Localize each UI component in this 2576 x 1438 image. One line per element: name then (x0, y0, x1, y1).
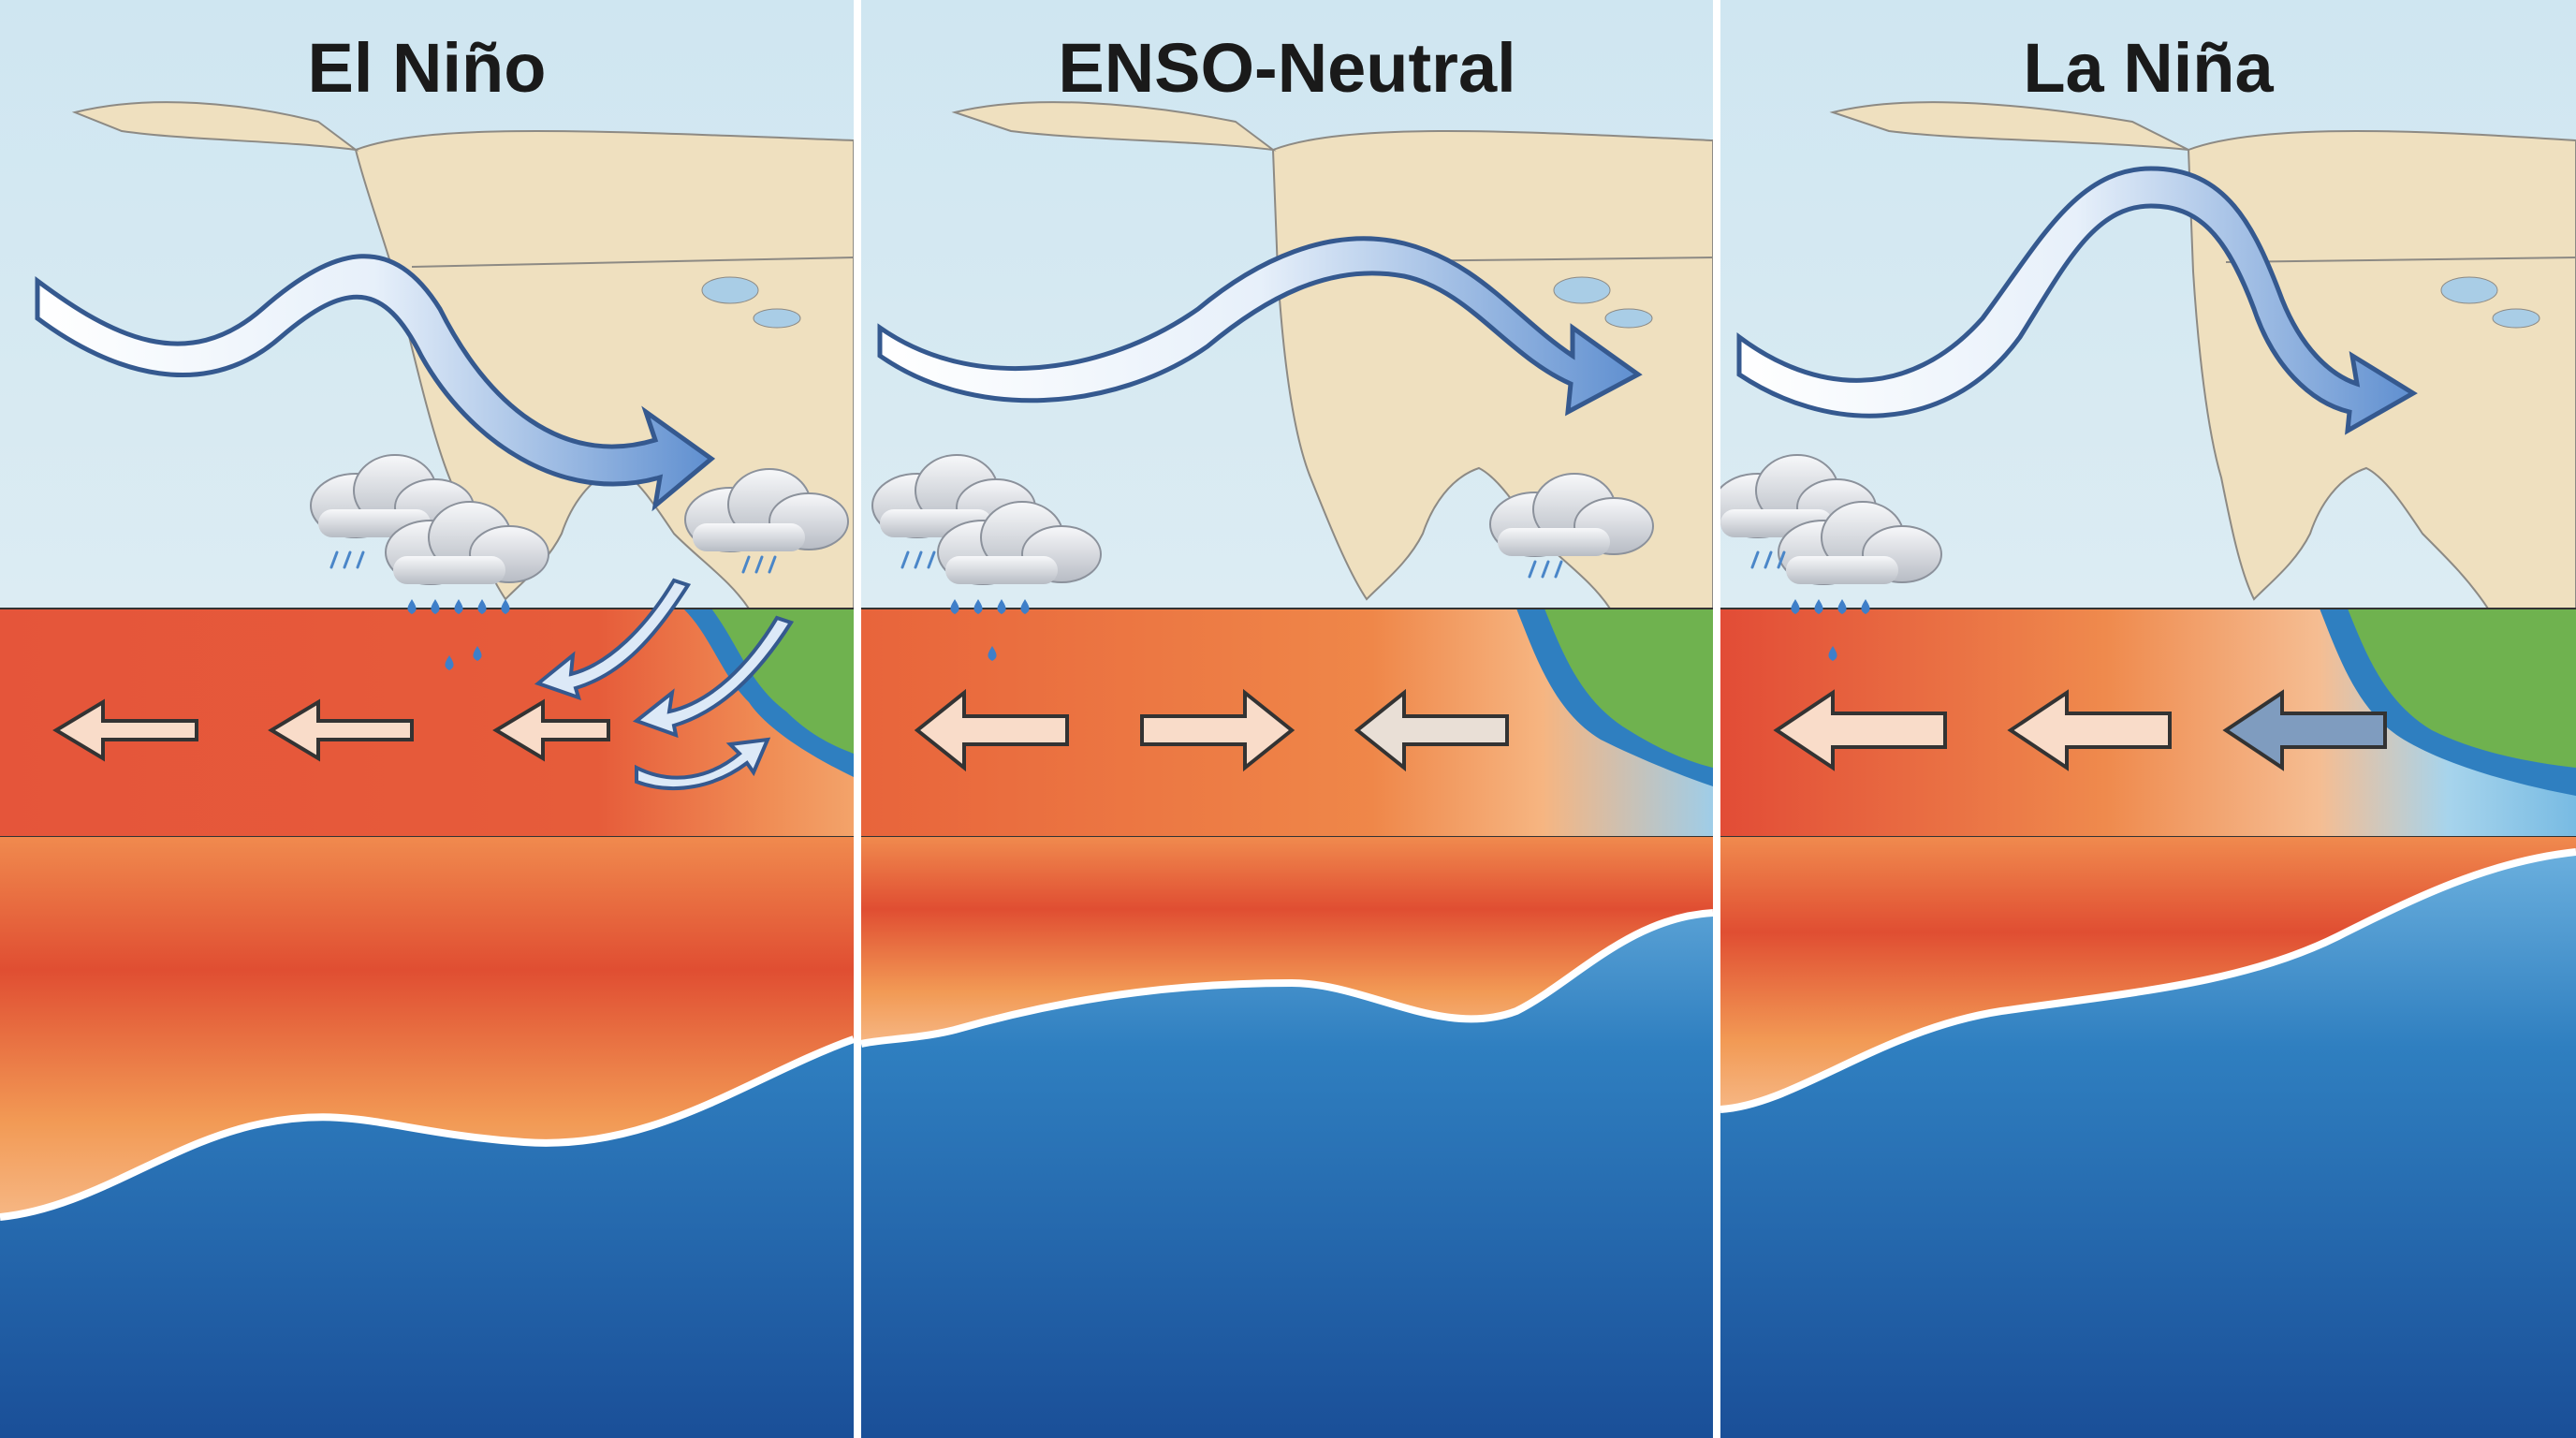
jet-stream-arrow-icon (1736, 166, 2418, 435)
enso-neutral-diagram (861, 0, 1713, 1438)
trade-wind-arrow-icon (52, 698, 610, 762)
return-flow-arrows (534, 578, 795, 791)
trade-wind-arrow-icon (1773, 689, 2387, 771)
panel-title: La Niña (2023, 29, 2274, 107)
thermocline-line (861, 909, 1713, 1048)
panel-la-nina: La Niña (1720, 0, 2576, 1438)
jet-stream-arrow-icon (35, 254, 716, 512)
panel-divider (854, 0, 861, 1438)
panel-el-nino: El Niño (0, 0, 854, 1438)
north-america-map (1829, 101, 2576, 609)
panel-title: El Niño (307, 29, 547, 107)
panel-divider (1713, 0, 1720, 1438)
panel-enso-neutral: ENSO-Neutral (861, 0, 1713, 1438)
jet-stream-arrow-icon (877, 236, 1643, 417)
trade-wind-arrow-icon (914, 688, 1295, 772)
trade-wind-arrow-icon (1354, 688, 1509, 772)
thermocline-line (1720, 848, 2576, 1113)
la-nina-diagram (1720, 0, 2576, 1438)
panel-title: ENSO-Neutral (1058, 29, 1516, 107)
thermocline-line (0, 1035, 854, 1221)
el-nino-diagram (0, 0, 854, 1438)
